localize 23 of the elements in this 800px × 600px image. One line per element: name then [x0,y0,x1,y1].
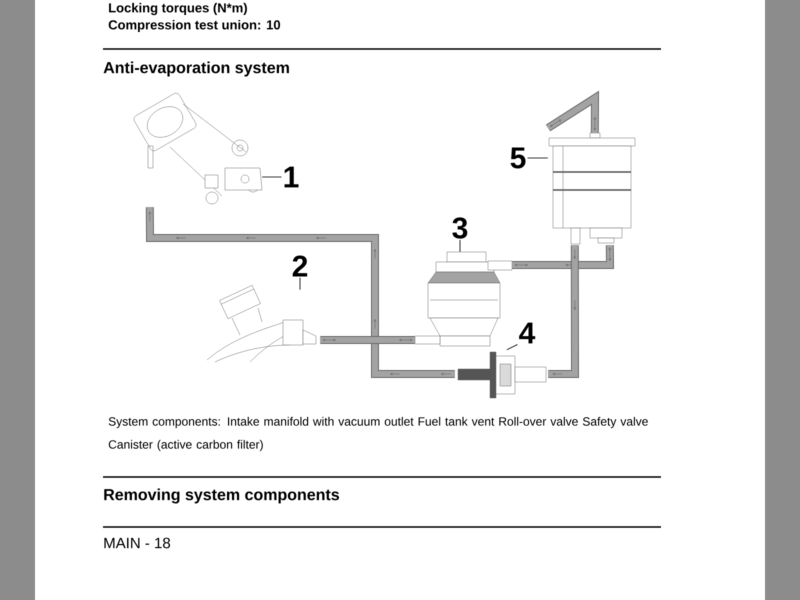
hose [548,245,580,378]
roll-over-valve-drawing [414,252,512,346]
callout-number: 1 [284,166,299,188]
section-heading: Anti-evaporation system [104,62,289,76]
hose [146,207,455,378]
fuel-tank-vent-drawing [206,285,316,362]
intake-manifold-drawing [134,92,262,204]
callout-number: 4 [519,322,536,344]
hose [512,245,614,269]
hose [320,336,415,344]
heading-text: Locking torques (N*m) [109,2,247,16]
leader-line [506,344,518,350]
canister-drawing [548,132,636,244]
page-number: MAIN - 18 [104,538,170,548]
callout-number: 3 [452,217,468,239]
callout-number: 5 [510,148,526,168]
body-text: Compression test union: 10 [108,20,280,32]
hose [546,90,600,133]
paragraph: System components: Intake manifold with vacuum outlet Fuel tank vent Roll-over valve Safety valve Canister (active carbon filter) [108,416,648,452]
section-heading: Removing system components [104,488,340,504]
leader-line [262,176,282,178]
callout-number: 2 [292,256,308,276]
safety-valve-drawing [458,352,546,398]
